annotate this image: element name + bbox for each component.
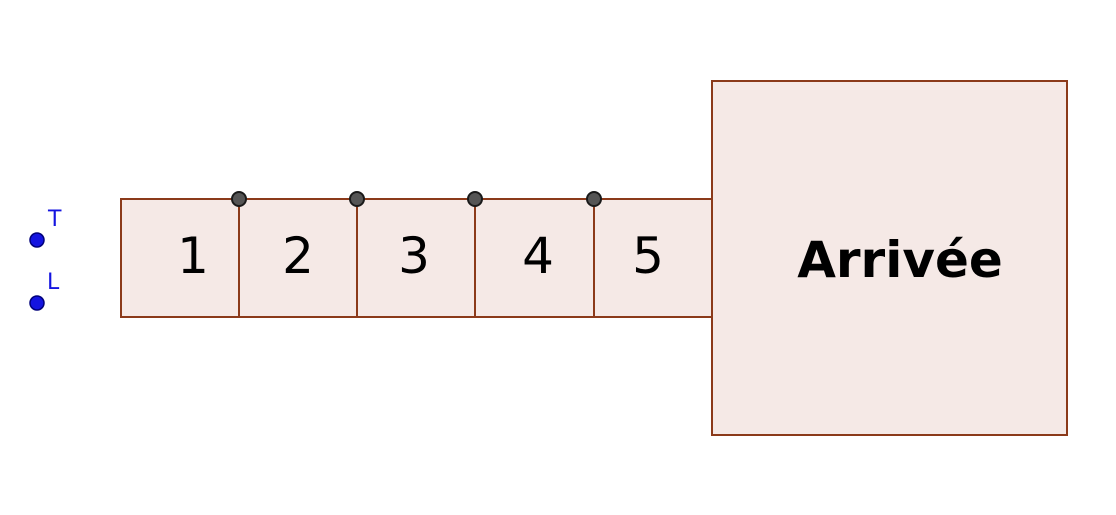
cell-4-rect — [474, 198, 595, 318]
cell-1-label: 1 — [177, 227, 209, 285]
point-l-label: L — [47, 270, 60, 295]
point-l-dot[interactable] — [29, 295, 45, 311]
cell-2-label: 2 — [282, 227, 314, 285]
point-t-label: T — [47, 207, 62, 232]
cell-track: 1 2 3 4 5 — [120, 198, 713, 318]
cell-5-label: 5 — [632, 227, 664, 285]
boundary-point-2[interactable] — [349, 191, 365, 207]
cell-4-label: 4 — [522, 227, 554, 285]
finish-square: Arrivée — [711, 80, 1068, 436]
finish-square-rect — [711, 80, 1068, 436]
cell-2: 2 — [238, 198, 358, 318]
cell-1: 1 — [120, 198, 240, 318]
boundary-point-3[interactable] — [467, 191, 483, 207]
cell-3: 3 — [356, 198, 476, 318]
point-t-dot[interactable] — [29, 232, 45, 248]
cell-5-rect — [593, 198, 713, 318]
boundary-points — [231, 191, 602, 207]
boundary-point-1[interactable] — [231, 191, 247, 207]
boundary-point-4[interactable] — [586, 191, 602, 207]
point-l[interactable]: L — [29, 270, 60, 311]
point-t[interactable]: T — [29, 207, 62, 248]
cell-2-rect — [238, 198, 358, 318]
cell-5: 5 — [593, 198, 713, 318]
finish-label: Arrivée — [797, 231, 1003, 289]
cell-4: 4 — [474, 198, 595, 318]
cell-3-label: 3 — [398, 227, 430, 285]
cell-1-rect — [120, 198, 240, 318]
